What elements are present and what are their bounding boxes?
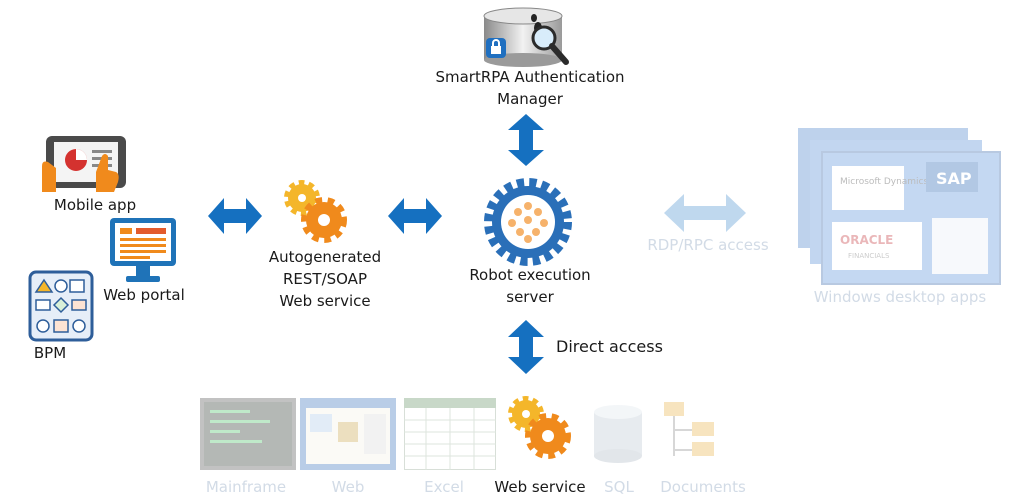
web-portal-label: Web portal: [103, 286, 185, 304]
service-label-line3: Web service: [279, 292, 371, 310]
web-service-label: Web service: [494, 478, 586, 496]
server-label-line2: server: [506, 288, 554, 306]
windows-desktop-apps-label: Windows desktop apps: [813, 288, 987, 306]
vendor-sap-text: SAP: [936, 169, 972, 188]
documents-label: Documents: [660, 478, 746, 496]
web-image: [300, 398, 396, 470]
auth-server-arrow: [508, 114, 544, 166]
documents-folder-icon: [662, 400, 720, 464]
robot-server-icon: [482, 176, 574, 268]
server-label-line1: Robot execution: [469, 266, 591, 284]
mainframe-image: [200, 398, 296, 470]
vendor-oracle-sub-text: FINANCIALS: [848, 252, 890, 260]
direct-access-arrow: [508, 320, 544, 374]
windows-desktop-apps-image: Microsoft Dynamics SAP ORACLE FINANCIALS: [796, 126, 1002, 286]
web-portal-icon: [108, 216, 178, 286]
excel-image: [404, 398, 496, 470]
vendor-dynamics-text: Microsoft Dynamics: [840, 177, 929, 187]
sql-database-icon: [590, 402, 646, 466]
service-label-line2: REST/SOAP: [282, 270, 367, 288]
web-label: Web: [331, 478, 365, 496]
sql-label: SQL: [604, 478, 634, 496]
bpm-label: BPM: [33, 344, 67, 362]
mobile-app-icon: [40, 132, 132, 194]
clients-service-arrow: [208, 198, 262, 234]
target-web-service-gears-icon: [508, 396, 574, 462]
web-service-gears-icon: [284, 180, 350, 246]
service-label-line1: Autogenerated: [268, 248, 382, 266]
rdp-arrow: [664, 194, 746, 232]
excel-label: Excel: [424, 478, 464, 496]
mobile-app-label: Mobile app: [53, 196, 137, 214]
direct-access-label: Direct access: [556, 337, 663, 356]
auth-manager-label-line1: SmartRPA Authentication: [435, 68, 625, 86]
service-server-arrow: [388, 198, 442, 234]
vendor-oracle-text: ORACLE: [840, 233, 893, 247]
auth-database-icon: [478, 4, 578, 68]
bpm-icon: [28, 270, 94, 342]
mainframe-label: Mainframe: [205, 478, 287, 496]
auth-manager-label-line2: Manager: [497, 90, 563, 108]
rdp-label: RDP/RPC access: [647, 236, 769, 254]
